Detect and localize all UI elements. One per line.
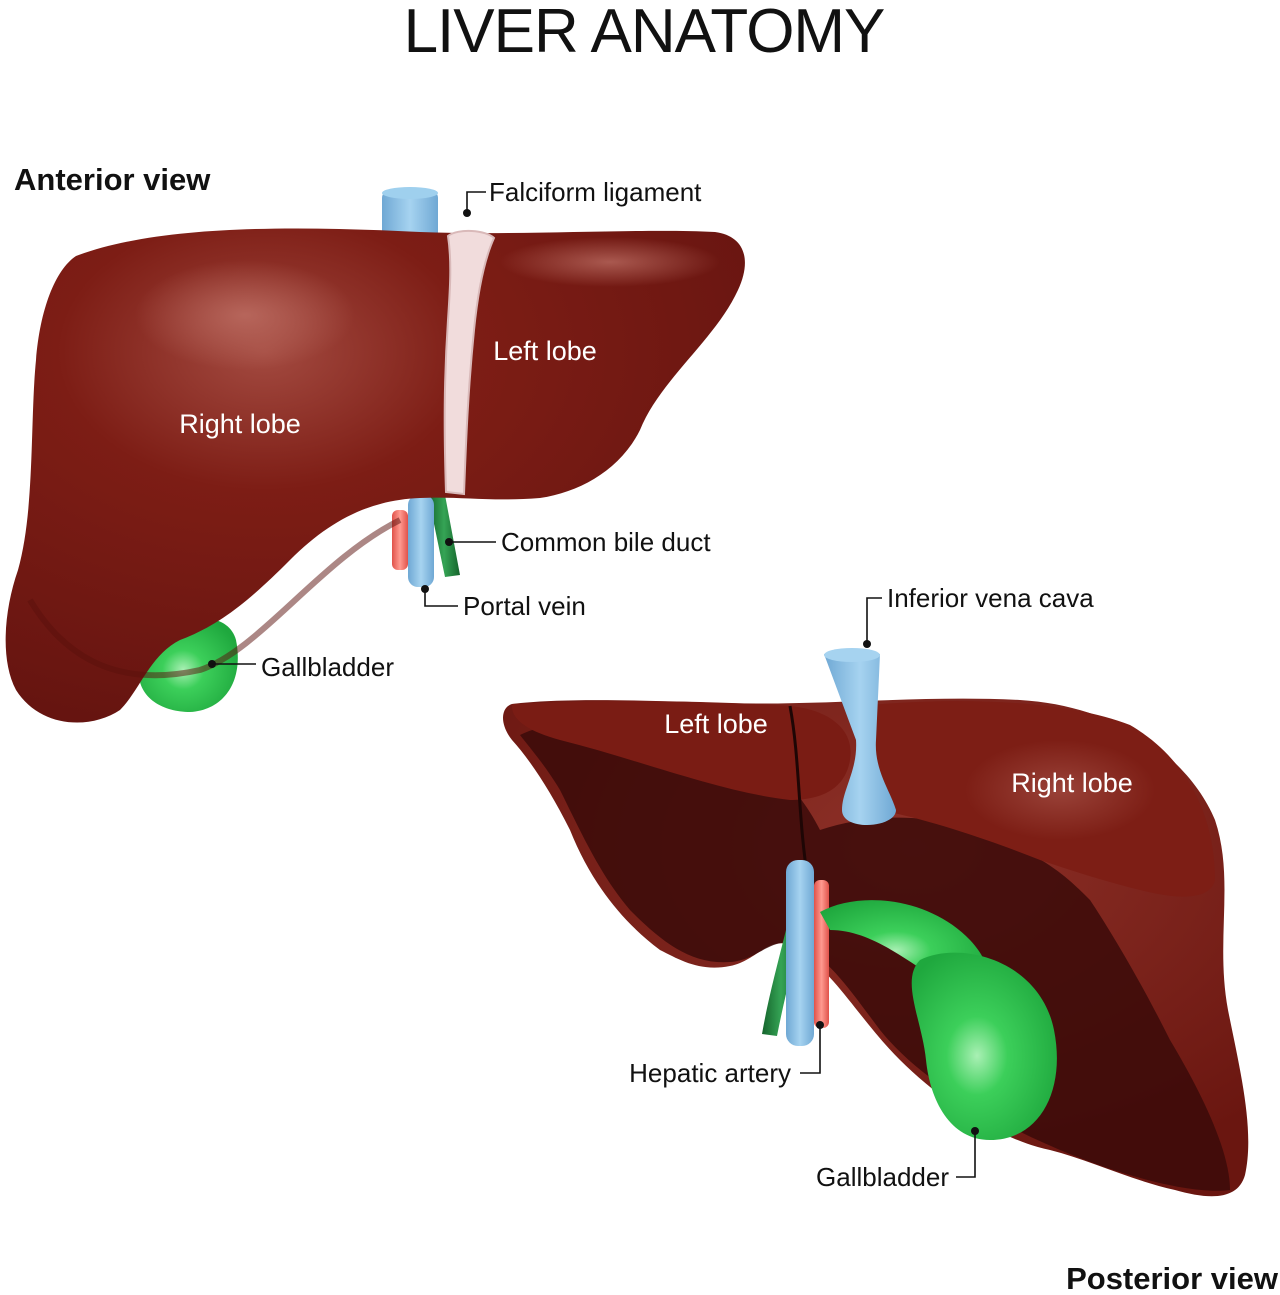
gallbladder-posterior [911, 952, 1057, 1140]
falciform-ligament-label: Falciform ligament [489, 177, 702, 207]
portal-vein-anterior [408, 495, 434, 587]
falciform-leader [466, 191, 486, 213]
inferior-vena-cava-leader [866, 597, 882, 644]
anterior-right-lobe-label: Right lobe [179, 409, 301, 439]
page-title: LIVER ANATOMY [404, 0, 885, 66]
gallbladder-anterior-label: Gallbladder [261, 652, 394, 682]
posterior-left-lobe-label: Left lobe [664, 709, 768, 739]
inferior-vena-cava-anterior [382, 190, 438, 242]
hepatic-artery-anterior [392, 510, 408, 570]
portal-vein-label: Portal vein [463, 591, 586, 621]
inferior-vena-cava-label: Inferior vena cava [887, 583, 1094, 613]
falciform-ligament [443, 230, 496, 496]
inferior-vena-cava-posterior [824, 654, 896, 826]
gallbladder-posterior-leader [956, 1131, 976, 1178]
posterior-view-label: Posterior view [1066, 1261, 1279, 1295]
hepatic-artery-posterior [814, 880, 829, 1028]
anterior-left-lobe-label: Left lobe [493, 336, 597, 366]
liver-anterior [5, 228, 745, 723]
hepatic-artery-label: Hepatic artery [629, 1058, 791, 1088]
anterior-view: Anterior view Right lobe Left lobe Falci… [5, 162, 745, 723]
liver-posterior-left-lobe [511, 701, 851, 800]
anterior-view-label: Anterior view [14, 162, 211, 197]
common-bile-duct-label: Common bile duct [501, 527, 711, 557]
posterior-view: Left lobe Right lobe Inferior vena cava … [503, 583, 1279, 1295]
gallbladder-posterior-label: Gallbladder [816, 1162, 949, 1192]
hepatic-artery-leader [800, 1025, 821, 1074]
portal-vein-leader [424, 589, 458, 607]
posterior-right-lobe-label: Right lobe [1011, 768, 1133, 798]
common-bile-duct-anterior [428, 495, 460, 577]
portal-vein-posterior [786, 860, 814, 1046]
